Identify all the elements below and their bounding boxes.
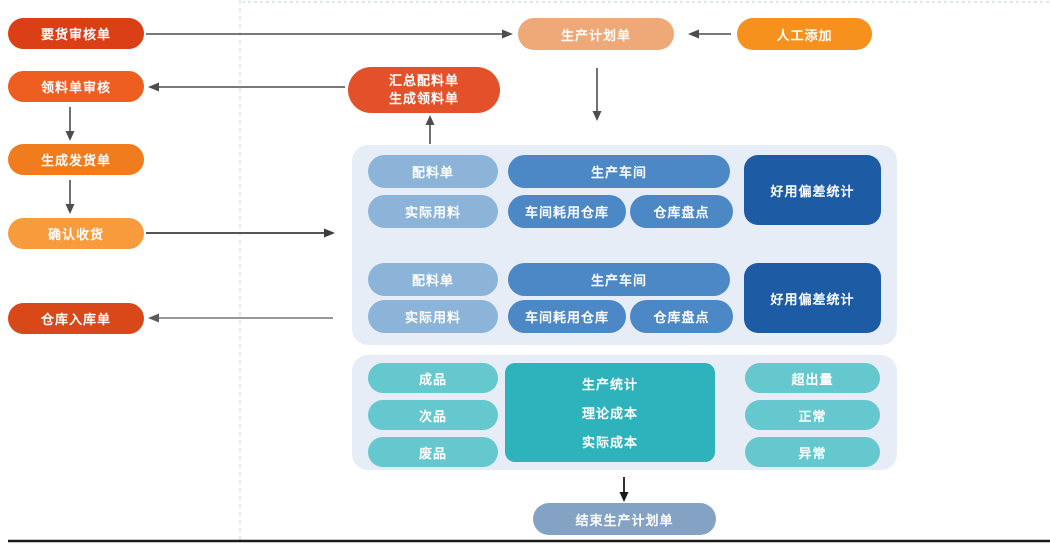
node-request-audit: 要货审核单 bbox=[8, 18, 144, 49]
node-abnormal: 异常 bbox=[745, 437, 880, 467]
stats-section: 成品 次品 废品 生产统计 理论成本 实际成本 超出量 正常 异常 bbox=[352, 355, 897, 470]
arrow-summary-to-picking bbox=[148, 82, 345, 92]
node-stocktake-1: 仓库盘点 bbox=[630, 195, 733, 228]
node-consume-warehouse-1: 车间耗用仓库 bbox=[508, 195, 626, 228]
node-consume-warehouse-2: 车间耗用仓库 bbox=[508, 300, 626, 333]
node-warehouse-inbound: 仓库入库单 bbox=[8, 303, 144, 334]
node-end-production-plan: 结束生产计划单 bbox=[533, 503, 716, 535]
node-summary-generate: 汇总配料单 生成领料单 bbox=[348, 67, 500, 113]
arrow-picking-to-delivery bbox=[65, 107, 75, 141]
arrow-production-to-summary bbox=[425, 115, 435, 144]
node-deviation-stats-2: 好用偏差统计 bbox=[744, 263, 881, 333]
node-normal: 正常 bbox=[745, 400, 880, 430]
node-excess-amount: 超出量 bbox=[745, 363, 880, 393]
stats-line-actual-cost: 实际成本 bbox=[581, 435, 638, 450]
stats-line-theoretical-cost: 理论成本 bbox=[581, 406, 638, 421]
node-actual-material-2: 实际用料 bbox=[368, 300, 498, 333]
node-batching-list-1: 配料单 bbox=[368, 155, 498, 188]
summary-line-2: 生成领料单 bbox=[388, 91, 459, 106]
node-create-delivery: 生成发货单 bbox=[8, 144, 144, 175]
node-workshop-2: 生产车间 bbox=[508, 263, 730, 296]
node-finished-goods: 成品 bbox=[368, 363, 498, 393]
node-scrap-goods: 废品 bbox=[368, 437, 498, 467]
summary-line-1: 汇总配料单 bbox=[388, 73, 459, 89]
node-deviation-stats-1: 好用偏差统计 bbox=[744, 155, 881, 225]
node-manual-add: 人工添加 bbox=[737, 18, 872, 50]
arrow-confirm-to-production bbox=[146, 228, 335, 238]
arrow-delivery-to-confirm bbox=[65, 180, 75, 214]
node-stocktake-2: 仓库盘点 bbox=[630, 300, 733, 333]
node-workshop-1: 生产车间 bbox=[508, 155, 730, 188]
arrow-request-to-plan bbox=[146, 29, 513, 39]
arrow-stats-to-end bbox=[619, 477, 629, 502]
node-confirm-receipt: 确认收货 bbox=[8, 218, 144, 249]
node-actual-material-1: 实际用料 bbox=[368, 195, 498, 228]
node-production-plan: 生产计划单 bbox=[518, 18, 674, 50]
stats-line-production: 生产统计 bbox=[581, 377, 638, 392]
node-picking-audit: 领料单审核 bbox=[8, 71, 144, 102]
arrow-manual-to-plan bbox=[688, 29, 731, 39]
arrow-production-to-inbound bbox=[148, 313, 333, 323]
node-batching-list-2: 配料单 bbox=[368, 263, 498, 296]
arrow-plan-down bbox=[592, 68, 602, 121]
node-defective-goods: 次品 bbox=[368, 400, 498, 430]
production-section: 配料单 生产车间 好用偏差统计 实际用料 车间耗用仓库 仓库盘点 配料单 生产车… bbox=[352, 145, 897, 345]
node-production-stats-box: 生产统计 理论成本 实际成本 bbox=[505, 363, 715, 462]
